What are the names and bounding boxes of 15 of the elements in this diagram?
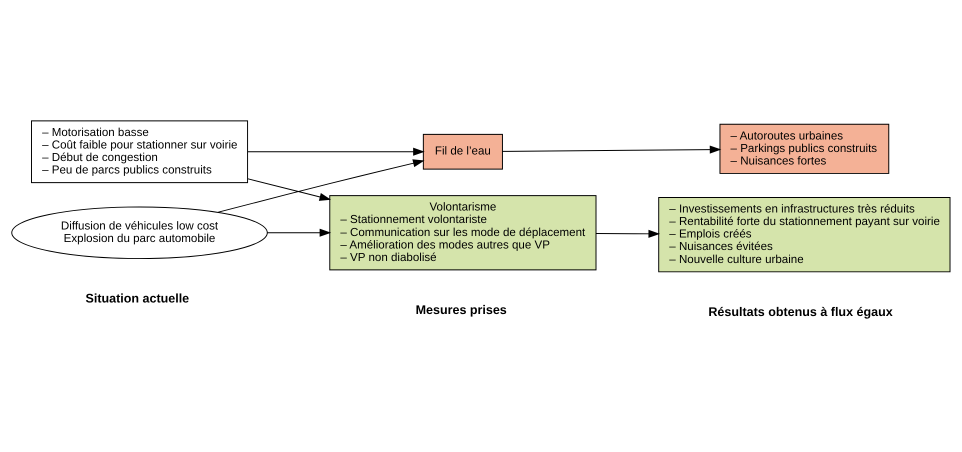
node-box: Fil de l’eau — [422, 134, 503, 170]
label: Résultats obtenus à flux égaux — [708, 305, 893, 320]
arrow — [247, 178, 332, 201]
label: Mesures prises — [416, 303, 507, 318]
arrow — [247, 148, 425, 156]
node-box: – Autoroutes urbaines – Parkings publics construits – Nuisances fortes — [719, 124, 890, 174]
arrow — [502, 146, 722, 154]
node-box: – Motorisation basse – Coût faible pour stationner sur voirie – Début de congestion – Peu de parcs publics construits — [31, 120, 248, 184]
arrow — [267, 228, 332, 237]
node-box: Volontarisme – Stationnement volontariste – Communication sur les mode de déplacement – Amélioration des modes autres que VP – VP non diabolisé — [329, 195, 596, 270]
node-box: – Investissements en infrastructures très réduits – Rentabilité forte du stationnement payant sur voirie – Emplois créés – Nuisances évitées – Nouvelle culture urbaine — [658, 197, 950, 272]
node-ellipse: Diffusion de véhicules low cost Explosion du parc automobile — [11, 206, 268, 260]
label: Situation actuelle — [86, 292, 190, 306]
arrow — [218, 159, 425, 213]
arrow — [596, 230, 660, 238]
